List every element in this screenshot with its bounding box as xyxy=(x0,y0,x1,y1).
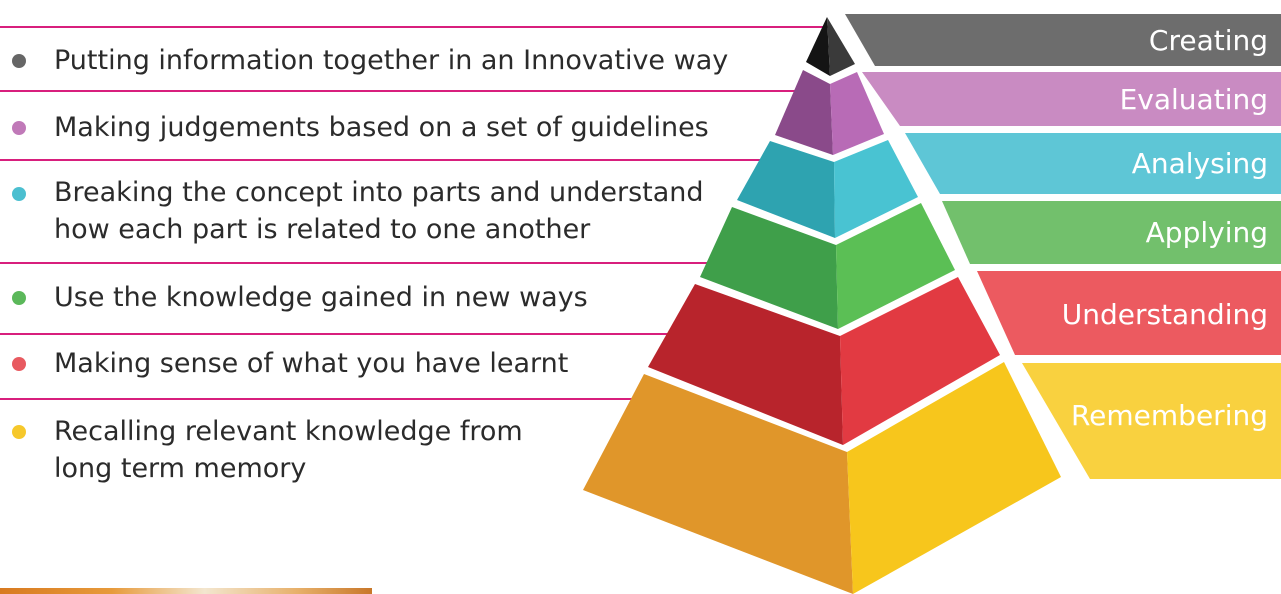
label-applying: Applying xyxy=(1146,216,1268,249)
tier-applying-right xyxy=(836,203,955,329)
band-understanding xyxy=(977,271,1281,355)
description-creating: Putting information together in an Innov… xyxy=(54,42,728,79)
tier-creating-left xyxy=(806,17,830,76)
tier-analysing-right xyxy=(834,140,918,238)
label-creating: Creating xyxy=(1149,24,1268,57)
label-evaluating: Evaluating xyxy=(1120,83,1268,116)
label-remembering: Remembering xyxy=(1071,399,1268,432)
description-analysing-line-1: Breaking the concept into parts and unde… xyxy=(54,177,704,208)
label-understanding: Understanding xyxy=(1062,298,1268,331)
bullet-creating xyxy=(12,54,26,68)
description-evaluating: Making judgements based on a set of guid… xyxy=(54,109,709,146)
cropped-image-strip xyxy=(0,588,372,594)
description-remembering-line-1: Recalling relevant knowledge from xyxy=(54,416,523,447)
tier-understanding-left xyxy=(648,284,843,445)
band-evaluating xyxy=(862,72,1281,126)
tier-remembering-left xyxy=(583,374,853,594)
description-applying-line-1: Use the knowledge gained in new ways xyxy=(54,282,588,313)
band-applying xyxy=(942,201,1281,264)
description-understanding: Making sense of what you have learnt xyxy=(54,345,568,382)
description-understanding-line-1: Making sense of what you have learnt xyxy=(54,348,569,379)
description-analysing: Breaking the concept into parts and unde… xyxy=(54,174,704,248)
divider-line xyxy=(0,90,800,92)
band-remembering xyxy=(1022,363,1281,479)
bullet-applying xyxy=(12,291,26,305)
bullet-understanding xyxy=(12,357,26,371)
tier-creating-right xyxy=(827,17,855,76)
band-analysing xyxy=(905,133,1281,194)
bullet-evaluating xyxy=(12,121,26,135)
tier-evaluating-right xyxy=(830,72,884,155)
band-creating xyxy=(845,14,1281,66)
description-remembering-line-2: long term memory xyxy=(54,453,307,484)
description-applying: Use the knowledge gained in new ways xyxy=(54,279,588,316)
tier-applying-left xyxy=(700,207,838,329)
divider-line xyxy=(0,159,770,161)
description-evaluating-line-1: Making judgements based on a set of guid… xyxy=(54,112,709,143)
divider-line xyxy=(0,398,660,400)
tier-analysing-left xyxy=(737,141,835,238)
label-analysing: Analysing xyxy=(1132,147,1268,180)
description-analysing-line-2: how each part is related to one another xyxy=(54,214,591,245)
description-creating-line-1: Putting information together in an Innov… xyxy=(54,45,729,76)
divider-line xyxy=(0,333,690,335)
tier-remembering-right xyxy=(847,362,1061,594)
tier-evaluating-left xyxy=(775,70,833,155)
description-remembering: Recalling relevant knowledge from long t… xyxy=(54,413,523,487)
tier-understanding-right xyxy=(840,277,1000,445)
bullet-remembering xyxy=(12,425,26,439)
divider-line xyxy=(0,26,828,28)
bullet-analysing xyxy=(12,187,26,201)
divider-line xyxy=(0,262,720,264)
